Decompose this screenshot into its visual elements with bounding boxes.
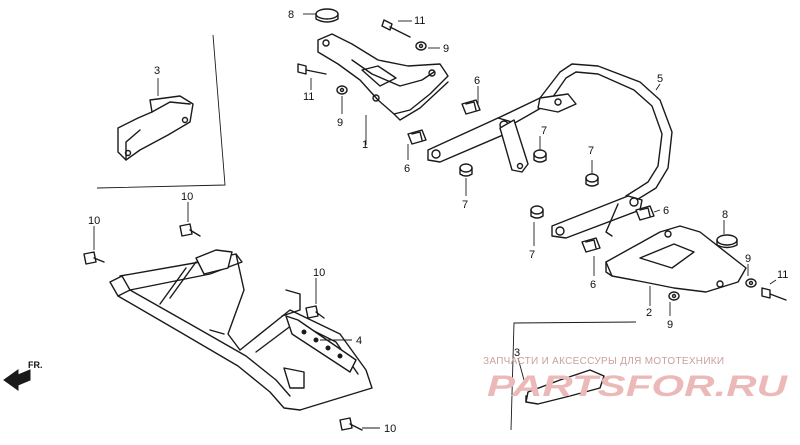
callout-9-lower: 9 xyxy=(667,319,673,331)
part-5-grab-rail[interactable] xyxy=(493,63,673,205)
part-11-bolt-top[interactable] xyxy=(381,19,411,38)
callout-2: 2 xyxy=(646,307,652,319)
part-10-bolt-4[interactable] xyxy=(339,417,363,431)
callout-7-lower: 7 xyxy=(529,249,535,261)
part-6-nut-4[interactable] xyxy=(581,237,601,253)
arrow-left-icon xyxy=(3,369,31,391)
callout-1: 1 xyxy=(362,139,368,151)
leader-lines xyxy=(93,13,777,429)
callout-8-top: 8 xyxy=(288,9,294,21)
watermark-logo: PARTSFOR.RU xyxy=(487,370,789,403)
part-8-cap-right[interactable] xyxy=(716,234,738,249)
callout-11-left: 11 xyxy=(303,91,314,103)
part-9-washer-4[interactable] xyxy=(668,291,680,301)
part-3-bracket-upper[interactable] xyxy=(117,95,194,161)
part-11-bolt-right[interactable] xyxy=(761,287,787,301)
part-9-washer-2[interactable] xyxy=(336,85,348,95)
callout-6-top: 6 xyxy=(474,75,480,87)
part-11-bolt-left[interactable] xyxy=(297,63,327,75)
callout-6-left: 6 xyxy=(404,163,410,175)
direction-label: FR. xyxy=(28,360,43,370)
part-6-nut-3[interactable] xyxy=(635,205,655,221)
part-link-bar-right[interactable] xyxy=(551,195,643,239)
part-8-cap-top[interactable] xyxy=(315,8,339,23)
callout-4: 4 xyxy=(356,335,362,347)
part-10-bolt-3[interactable] xyxy=(305,305,325,319)
part-3-bracket-lower[interactable] xyxy=(525,369,605,405)
part-7-collar-1[interactable] xyxy=(533,149,547,163)
callout-10-left: 10 xyxy=(88,215,100,227)
callout-7-center: 7 xyxy=(462,199,468,211)
part-9-washer-1[interactable] xyxy=(415,41,427,51)
callout-3-upper: 3 xyxy=(154,65,160,77)
callout-10-center: 10 xyxy=(313,267,325,279)
callout-7-upper: 7 xyxy=(541,125,547,137)
part-9-washer-3[interactable] xyxy=(745,278,757,288)
section-frame-bottom-right xyxy=(510,321,637,431)
part-10-bolt-1[interactable] xyxy=(179,223,201,237)
part-2-bracket-lower[interactable] xyxy=(605,225,747,293)
callout-6-lower: 6 xyxy=(590,279,596,291)
part-6-nut-1[interactable] xyxy=(461,99,481,115)
part-7-collar-3[interactable] xyxy=(585,173,599,187)
callout-10-upper: 10 xyxy=(181,191,193,203)
part-4-lower-rack[interactable] xyxy=(109,249,373,411)
callout-7-right: 7 xyxy=(588,145,594,157)
direction-indicator: FR. xyxy=(3,360,43,391)
part-7-collar-4[interactable] xyxy=(530,205,544,219)
callout-6-right: 6 xyxy=(663,205,669,217)
part-10-bolt-2[interactable] xyxy=(83,251,105,265)
callout-5: 5 xyxy=(657,73,663,85)
callout-3-lower: 3 xyxy=(514,347,520,359)
part-1-bracket-center[interactable] xyxy=(317,33,449,121)
part-link-bar[interactable] xyxy=(427,117,529,173)
callout-9-left: 9 xyxy=(337,117,343,129)
watermark: ЗАПЧАСТИ И АКСЕССУРЫ ДЛЯ МОТОТЕХНИКИ PAR… xyxy=(483,356,789,403)
section-frame-left xyxy=(96,34,226,189)
part-7-collar-2[interactable] xyxy=(459,163,473,177)
callout-10-bottom: 10 xyxy=(384,423,396,435)
watermark-tagline: ЗАПЧАСТИ И АКСЕССУРЫ ДЛЯ МОТОТЕХНИКИ xyxy=(483,356,724,367)
callout-9-top: 9 xyxy=(443,43,449,55)
callout-8-right: 8 xyxy=(722,209,728,221)
callout-11-top: 11 xyxy=(414,15,425,27)
callout-11-right: 11 xyxy=(777,269,788,281)
part-6-nut-2[interactable] xyxy=(407,129,427,145)
callout-9-right: 9 xyxy=(745,253,751,265)
